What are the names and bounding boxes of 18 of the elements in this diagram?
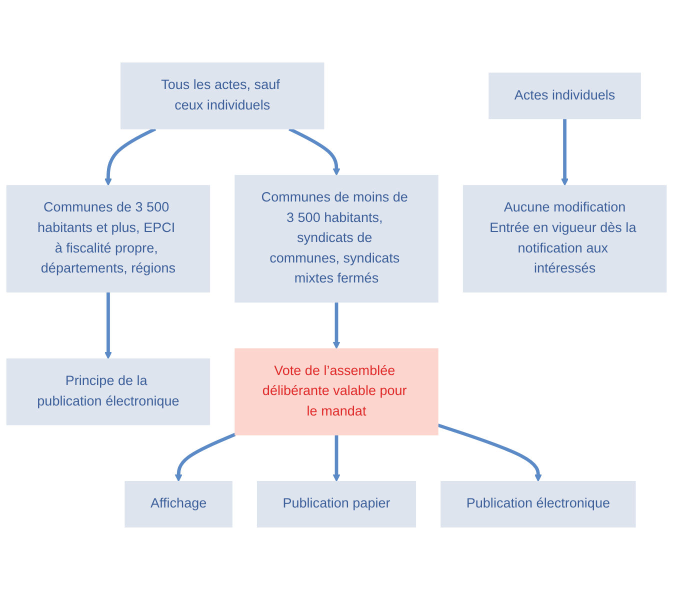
node-box: Affichage <box>124 481 232 528</box>
node-box: Actes individuels <box>488 72 641 120</box>
node-box: Tous les actes, sauf ceux individuels <box>120 62 324 130</box>
arrow <box>174 432 236 482</box>
arrow <box>332 302 340 350</box>
arrow <box>561 118 568 186</box>
node-box: Principe de la publication électronique <box>6 358 210 426</box>
node-box: Publication papier <box>256 481 416 528</box>
node-box: Publication électronique <box>440 481 636 528</box>
arrow <box>437 424 542 482</box>
node-box: Vote de l’assemblée délibérante valable pour le mandat <box>234 348 438 436</box>
node-box: Communes de 3 500 habitants et plus, EPCI à fiscalité propre, départements, régions <box>6 185 210 292</box>
arrow <box>104 292 112 360</box>
arrow <box>288 127 340 176</box>
arrow <box>332 434 340 482</box>
arrow <box>104 127 156 186</box>
node-box: Communes de moins de 3 500 habitants, syndicats de communes, syndicats mixtes fermés <box>234 174 438 303</box>
node-box: Aucune modification Entrée en vigueur dès la notification aux intéressés <box>462 185 667 292</box>
